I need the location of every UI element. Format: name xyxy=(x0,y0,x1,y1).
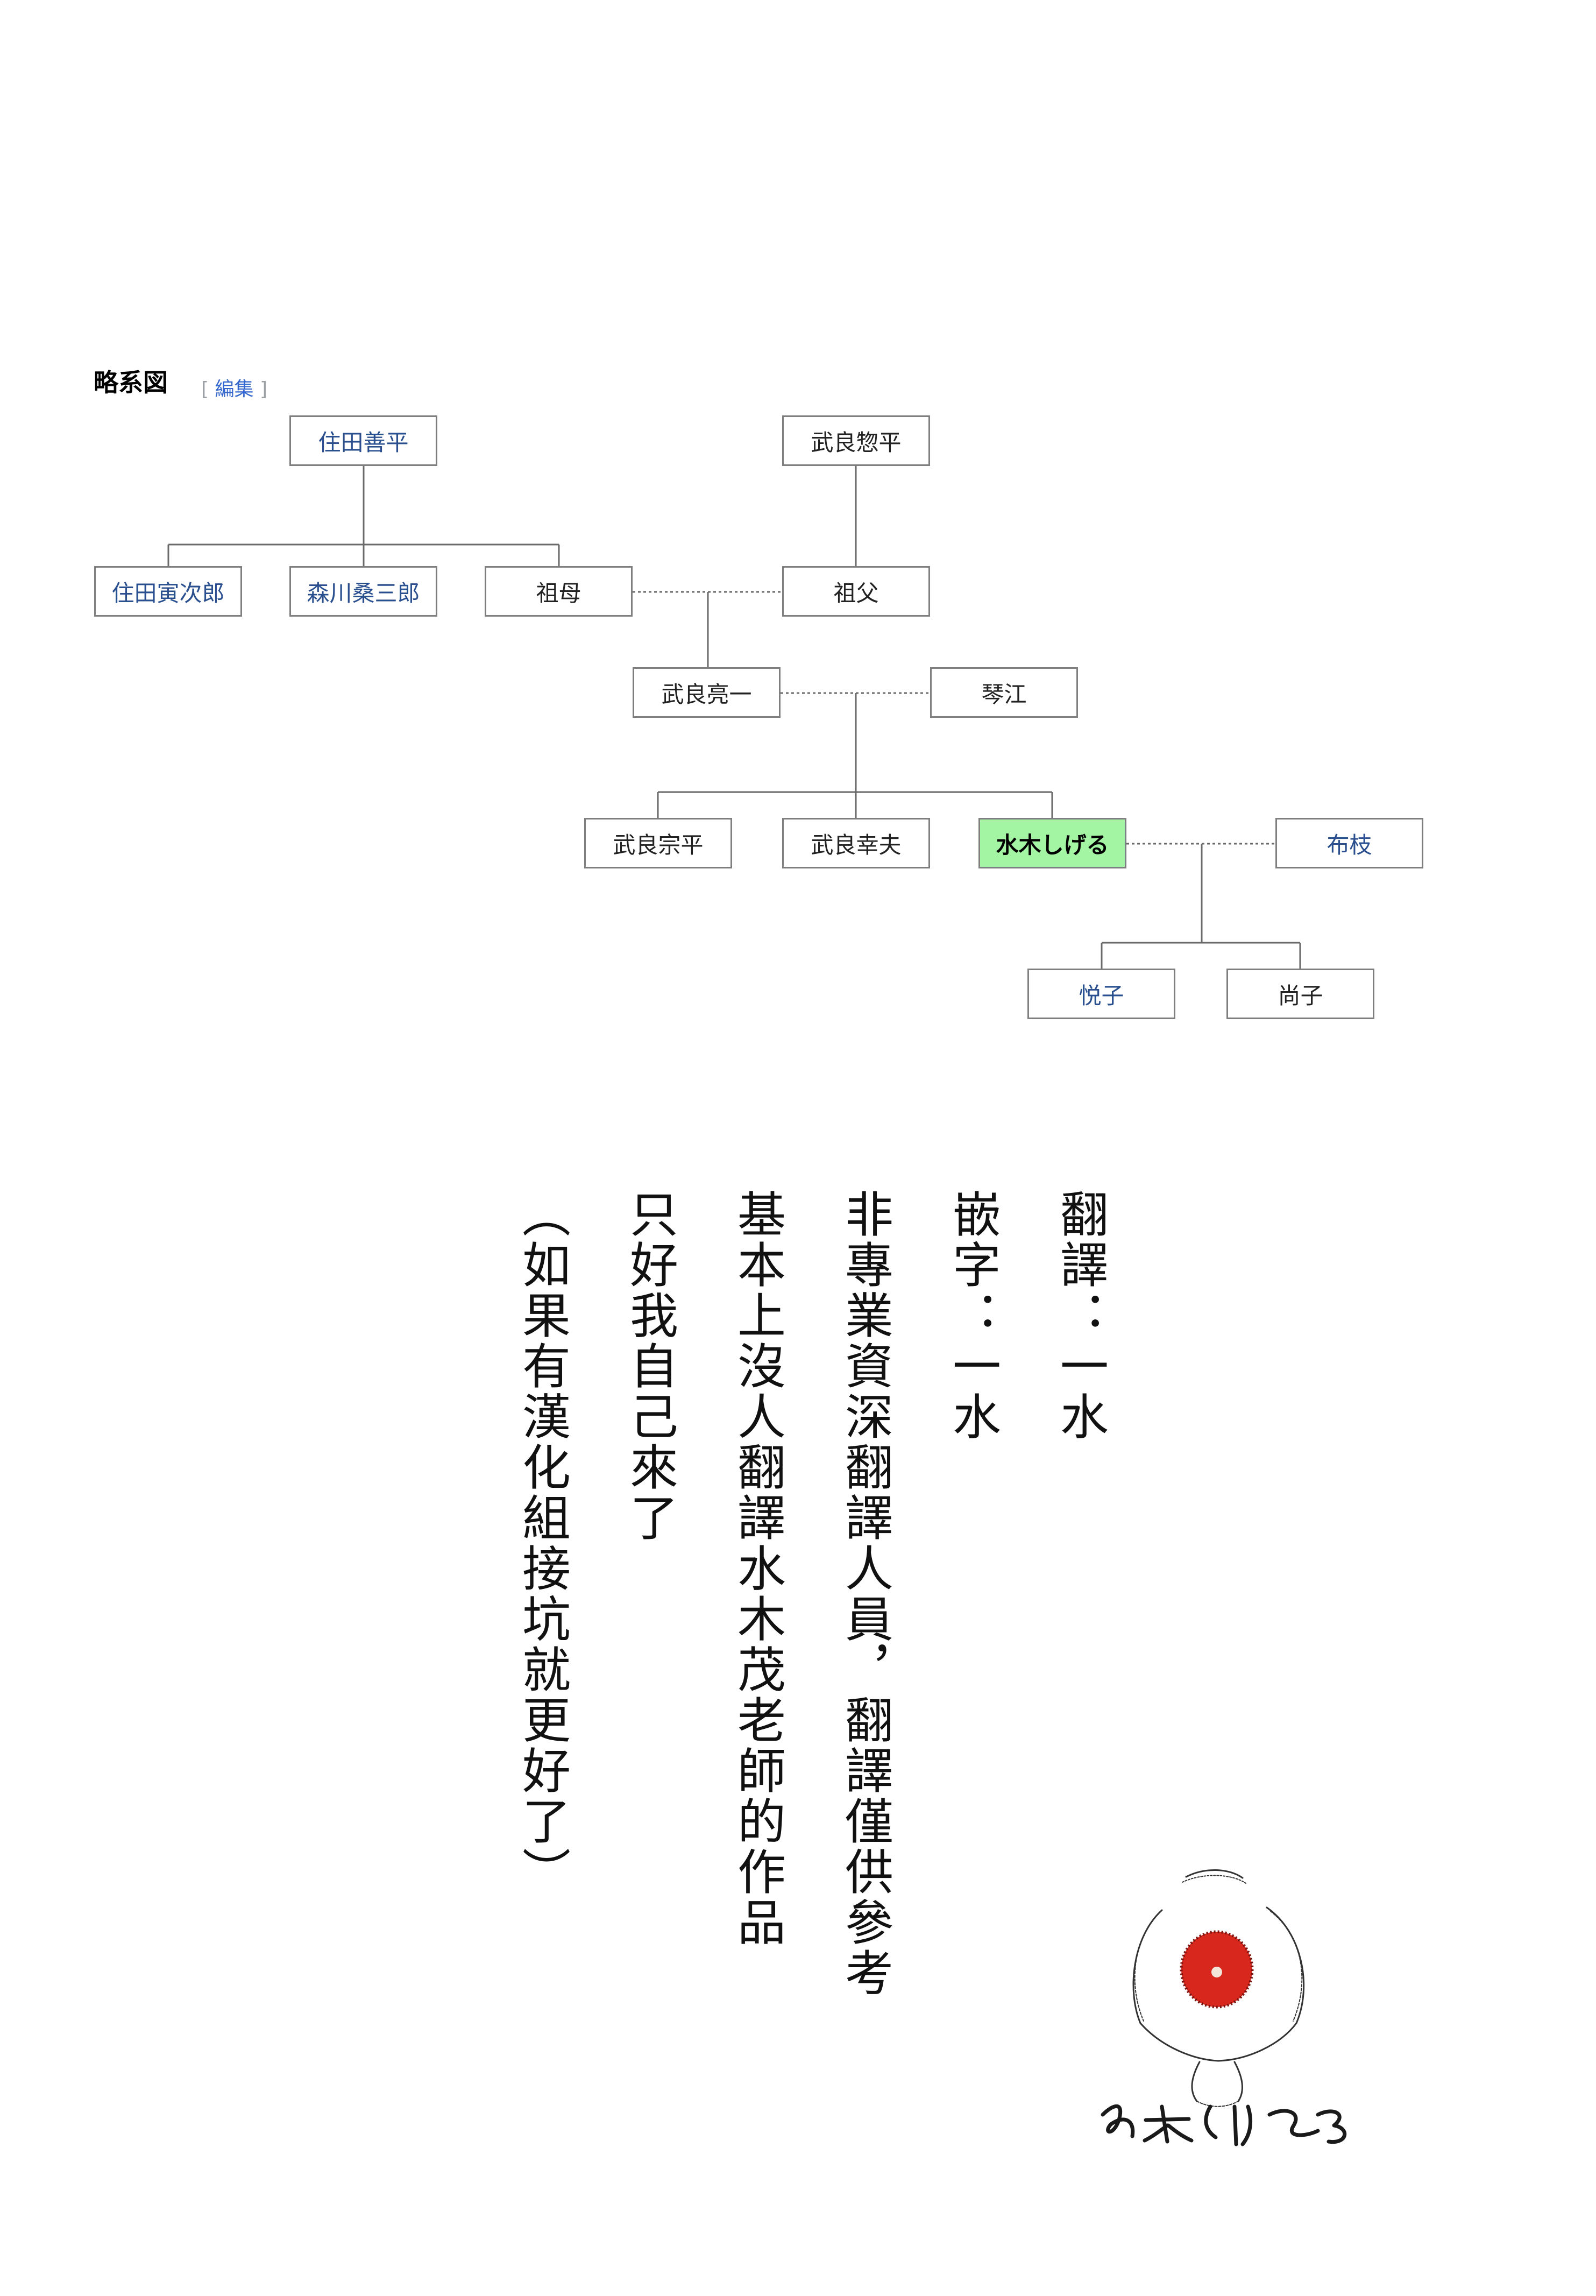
node-nunoe[interactable]: 布枝 xyxy=(1275,818,1423,868)
node-mura-ryoichi: 武良亮一 xyxy=(633,667,781,718)
node-morikawa-kuwasaburo[interactable]: 森川桑三郎 xyxy=(289,566,437,617)
node-sumita-zenpei[interactable]: 住田善平 xyxy=(289,415,437,466)
node-mizuki-shigeru: 水木しげる xyxy=(978,818,1126,868)
credit-note-self: 只好我自己來了 xyxy=(621,1189,678,1543)
edit-bracket-open: [ xyxy=(201,378,209,400)
edit-bracket-close: ] xyxy=(259,378,268,400)
credit-disclaimer: 非專業資深翻譯人員，翻譯僅供參考 xyxy=(836,1189,893,1998)
credit-typesetting: 嵌字：一水 xyxy=(944,1189,1001,1442)
node-grandmother: 祖母 xyxy=(485,566,633,617)
node-mura-sohei-2: 武良宗平 xyxy=(584,818,732,868)
node-sumita-torajiro[interactable]: 住田寅次郎 xyxy=(94,566,242,617)
eye-pupil xyxy=(1211,1967,1222,1977)
credit-note-no-translations: 基本上沒人翻譯水木茂老師的作品 xyxy=(729,1189,785,1948)
node-mura-yukio: 武良幸夫 xyxy=(782,818,930,868)
family-tree-connectors xyxy=(167,466,1301,969)
node-etsuko[interactable]: 悦子 xyxy=(1027,969,1175,1019)
credit-note-wish: （如果有漢化組接坑就更好了） xyxy=(514,1189,570,1897)
eyeball-father-signature-drawing xyxy=(1101,1869,1347,2146)
credit-translation: 翻譯：一水 xyxy=(1052,1189,1108,1442)
edit-section-link[interactable]: [ 編集 ] xyxy=(201,380,267,399)
node-naoko: 尚子 xyxy=(1226,969,1374,1019)
node-kotoe: 琴江 xyxy=(930,667,1078,718)
node-mura-sohei: 武良惣平 xyxy=(782,415,930,466)
edit-link-label[interactable]: 編集 xyxy=(215,378,254,400)
family-tree-title: 略系図 xyxy=(94,368,168,397)
node-grandfather: 祖父 xyxy=(782,566,930,617)
